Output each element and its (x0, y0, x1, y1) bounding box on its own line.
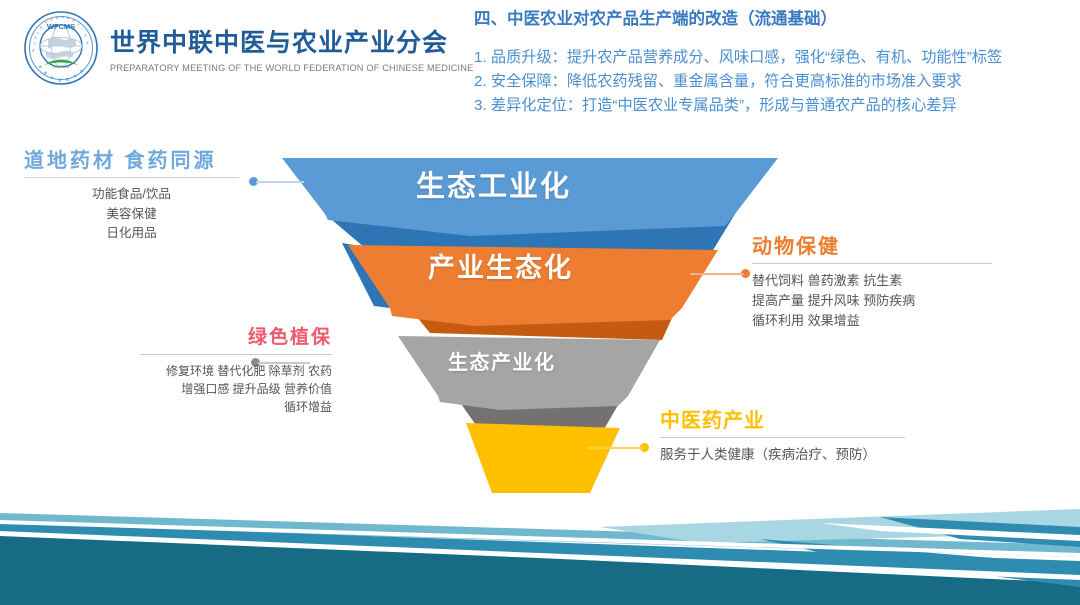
connector-dot-daodi (249, 177, 258, 186)
callout-daodi-heading: 道地药材 食药同源 (24, 150, 217, 172)
funnel-layer-3-curve-bottom (438, 396, 628, 410)
callout-daodi-body: 功能食品/饮品 美容保健 日化用品 (24, 185, 239, 244)
connector-dot-zhongyi (640, 443, 649, 452)
funnel-layer-3-top (398, 336, 660, 396)
svg-text:O: O (83, 33, 88, 38)
funnel-diagram: 生态工业化 产业生态化 生态产业化 (270, 148, 790, 498)
svg-text:D: D (56, 16, 60, 20)
connector-dot-dongwu (741, 269, 750, 278)
connector-line-lvse (258, 362, 310, 364)
svg-text:D: D (39, 25, 44, 30)
funnel-layer-1-label: 生态工业化 (416, 171, 572, 203)
bullet-item-3: 3. 差异化定位：打造“中医农业专属品类”，形成与普通农产品的核心差异 (474, 97, 957, 115)
callout-daodi-yaocai: 道地药材 食药同源 功能食品/饮品 美容保健 日化用品 (24, 150, 239, 244)
bullet-item-1: 1. 品质升级：提升农产品营养成分、风味口感，强化“绿色、有机、功能性”标签 (474, 49, 1003, 67)
svg-text:I: I (80, 28, 84, 31)
callout-dongwu-divider (752, 263, 992, 264)
svg-text:R: R (34, 35, 39, 40)
band-ribbon-white-sliver-3 (820, 523, 1080, 541)
callout-dongwu-body: 替代饲料 兽药激素 抗生素 提高产量 提升风味 预防疾病 循环利用 效果增益 (752, 271, 992, 331)
svg-text:界: 界 (42, 71, 48, 77)
organization-logo-block: WFCMS W O R L D F E D E R A T I O N 世 (22, 8, 473, 88)
band-ribbon-white-sliver-2 (0, 531, 1080, 580)
callout-dongwu-heading: 动物保健 (752, 236, 840, 258)
svg-text:学: 学 (73, 73, 79, 79)
emblem-acronym: WFCMS (47, 22, 75, 31)
svg-text:L: L (36, 31, 40, 35)
connector-dot-lvse (251, 358, 260, 367)
svg-text:会: 会 (79, 67, 85, 73)
callout-lvse-line-2: 增强口感 提升品级 营养价值 (181, 381, 332, 396)
callout-zhongyiyao-body: 服务于人类健康（疾病治疗、预防） (660, 447, 876, 462)
funnel-layer-2-label: 产业生态化 (428, 253, 573, 283)
callout-lvse-line-1: 修复环境 替代化肥 除草剂 农药 (165, 363, 332, 378)
svg-text:R: R (67, 16, 71, 21)
funnel-layer-2-top (348, 245, 718, 308)
svg-text:世: 世 (37, 64, 43, 70)
svg-text:E: E (50, 18, 53, 22)
connector-line-daodi (256, 181, 304, 183)
svg-text:药: 药 (66, 77, 71, 82)
svg-text:T: T (76, 23, 80, 27)
funnel-layer-4-top (466, 423, 620, 493)
svg-text:A: A (72, 18, 76, 23)
callout-daodi-divider (24, 177, 239, 178)
callout-daodi-line-1: 功能食品/饮品 (91, 187, 172, 201)
callout-dongwu-baojian: 动物保健 替代饲料 兽药激素 抗生素 提高产量 提升风味 预防疾病 循环利用 效… (752, 236, 992, 331)
callout-lvse-heading: 绿色植保 (247, 327, 332, 348)
band-ribbon-white-sliver-1 (0, 520, 1080, 557)
svg-text:N: N (85, 41, 90, 45)
callout-lvse-line-3: 循环增益 (283, 399, 332, 414)
funnel-shapes (282, 158, 778, 493)
circular-globe-emblem-icon: WFCMS W O R L D F E D E R A T I O N 世 (24, 11, 98, 85)
title-block: 四、中医农业对农产品生产端的改造（流通基础） 1. 品质升级：提升农产品营养成分… (474, 8, 1074, 119)
logo-text-group: 世界中联中医与农业产业分会 PREPARATORY MEETING OF THE… (110, 23, 473, 73)
funnel-layer-2-left-edge (342, 243, 390, 308)
svg-text:E: E (62, 15, 64, 19)
organization-name-chinese: 世界中联中医与农业产业分会 (110, 29, 449, 58)
callout-lvse-divider (140, 353, 332, 355)
callout-dongwu-line-1: 替代饲料 兽药激素 抗生素 (752, 273, 903, 288)
bottom-decorative-band (0, 509, 1080, 605)
svg-text:F: F (45, 20, 49, 24)
slide-title: 四、中医农业对农产品生产端的改造（流通基础） (474, 10, 837, 28)
funnel-layer-1-top (282, 158, 778, 214)
connector-line-zhongyi (588, 447, 643, 449)
svg-text:W: W (31, 48, 36, 52)
bullet-item-2: 2. 安全保障：降低农药残留、重金属含量，符合更高标准的市场准入要求 (474, 73, 962, 91)
callout-zhongyiyao-chanye: 中医药产业 服务于人类健康（疾病治疗、预防） (660, 410, 905, 465)
band-ribbon-dark (0, 533, 1080, 605)
funnel-layer-1-curve-bottom (325, 214, 735, 236)
callout-lvse-zhibao: 绿色植保 修复环境 替代化肥 除草剂 农药 增强口感 提升品级 营养价值 循环增… (140, 327, 332, 416)
svg-text:中: 中 (50, 75, 56, 81)
bullet-list: 1. 品质升级：提升农产品营养成分、风味口感，强化“绿色、有机、功能性”标签 2… (474, 47, 1074, 117)
callout-lvse-body: 修复环境 替代化肥 除草剂 农药 增强口感 提升品级 营养价值 循环增益 (140, 362, 332, 416)
callout-zhongyiyao-divider (660, 437, 905, 438)
callout-dongwu-line-3: 循环利用 效果增益 (752, 313, 860, 329)
connector-line-dongwu (690, 273, 744, 275)
organization-name-english: PREPARATORY MEETING OF THE WORLD FEDERAT… (110, 62, 474, 73)
svg-text:O: O (32, 41, 37, 45)
callout-dongwu-line-2: 提高产量 提升风味 预防疾病 (752, 293, 916, 309)
callout-daodi-line-3: 日化用品 (106, 226, 157, 241)
funnel-layer-2-curve-bottom (390, 308, 682, 326)
callout-daodi-line-2: 美容保健 (106, 206, 157, 221)
funnel-layer-3-label: 生态产业化 (448, 352, 556, 374)
svg-text:医: 医 (58, 78, 63, 83)
callout-zhongyiyao-heading: 中医药产业 (660, 410, 765, 432)
